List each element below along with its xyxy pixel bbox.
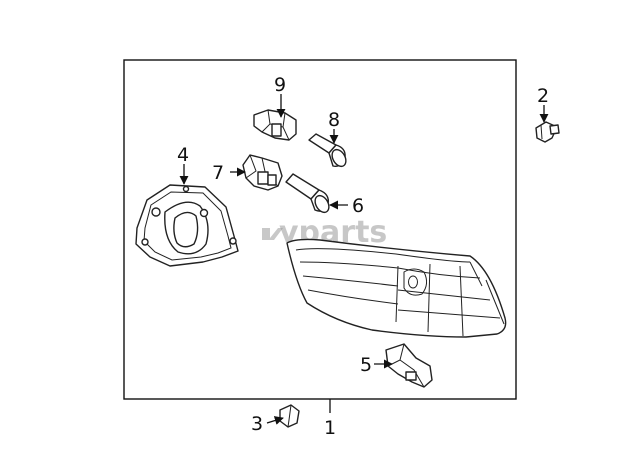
socket-part-7 <box>242 154 283 191</box>
clip-part <box>385 343 433 388</box>
leader-lines <box>179 94 549 425</box>
leader-3 <box>266 416 284 425</box>
callout-labels: 9 8 7 4 6 5 2 3 1 <box>177 74 549 439</box>
socket-part <box>253 109 297 141</box>
assembly-frame <box>123 59 517 400</box>
tail-lamp-part <box>286 238 507 338</box>
bulb-part-8 <box>308 133 347 168</box>
callout-5: 5 <box>360 354 372 376</box>
bulb-part-6 <box>285 173 330 214</box>
callout-3: 3 <box>251 413 263 435</box>
callout-4: 4 <box>177 144 189 166</box>
callout-8: 8 <box>328 109 340 131</box>
callout-2: 2 <box>537 85 549 107</box>
callout-7: 7 <box>212 162 224 184</box>
callout-6: 6 <box>352 195 364 217</box>
socket-bracket-part <box>135 184 239 267</box>
grommet-part <box>535 121 560 143</box>
callout-9: 9 <box>274 74 286 96</box>
small-clip-part <box>279 404 300 428</box>
callout-1: 1 <box>324 417 336 439</box>
